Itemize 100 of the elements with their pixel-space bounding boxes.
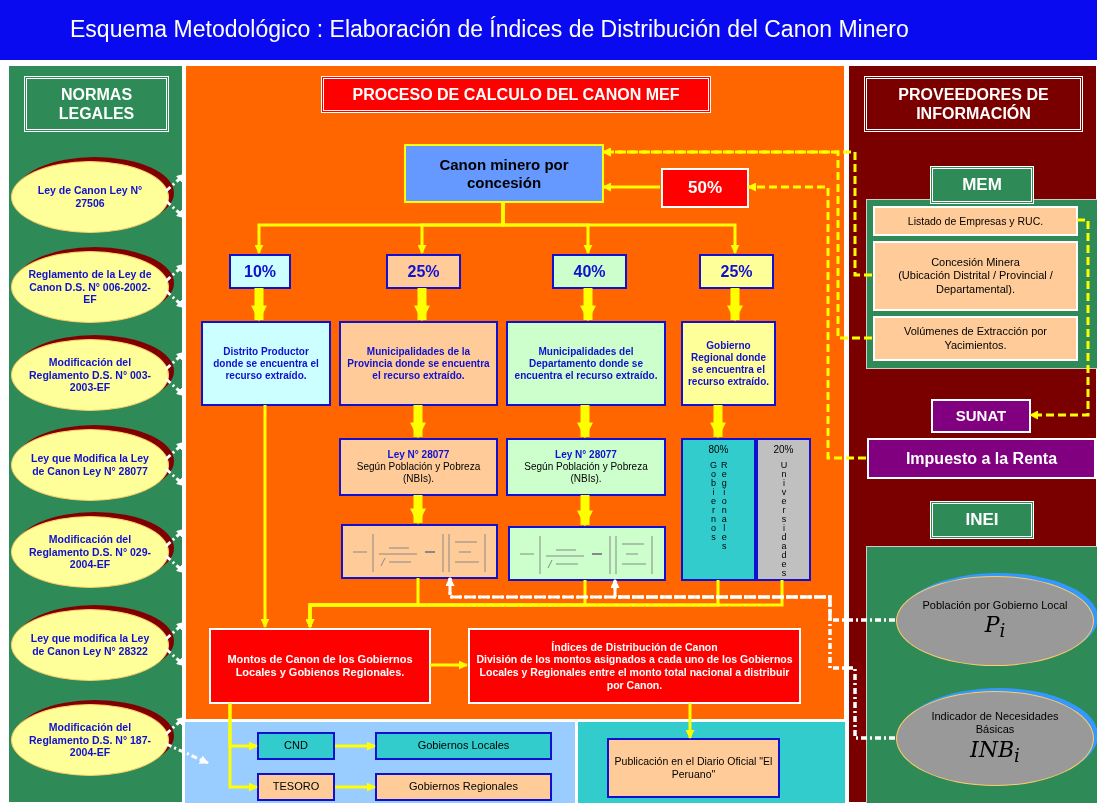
box-text: Según Población y Pobreza (NBIs). bbox=[355, 461, 482, 485]
block-arrow bbox=[577, 495, 593, 527]
process-box bbox=[375, 732, 552, 760]
box-label: Gobiernos Locales bbox=[417, 739, 510, 753]
box-label: 40% bbox=[573, 261, 606, 282]
dashed-arrow bbox=[165, 742, 209, 765]
box-label: Listado de Empresas y RUC. bbox=[907, 214, 1044, 228]
panel-heading: INEI bbox=[930, 501, 1034, 540]
box-label: SUNAT bbox=[955, 407, 1007, 425]
box-label: Impuesto a la Renta bbox=[905, 448, 1058, 469]
block-arrow bbox=[410, 495, 426, 525]
process-box bbox=[506, 438, 666, 496]
box-label: Ley N° 28077 bbox=[387, 449, 450, 461]
box-text: Universidades bbox=[778, 460, 789, 577]
process-box bbox=[699, 254, 774, 289]
arrow bbox=[228, 703, 258, 792]
process-box bbox=[375, 773, 552, 801]
dashed-arrow bbox=[602, 147, 872, 340]
norm-label: Ley que modifica la Ley de Canon Ley N° 28322 bbox=[29, 632, 151, 658]
process-box bbox=[931, 399, 1031, 433]
norm-label: Reglamento de la Ley de Canon D.S. N° 006-2002-EF bbox=[28, 268, 152, 306]
split-column-box bbox=[681, 438, 756, 581]
arrow bbox=[501, 202, 740, 254]
page-title: Esquema Metodológico : Elaboración de Índices de Distribución del Canon Minero bbox=[70, 16, 910, 43]
box-label: Índices de Distribución de Canon bbox=[551, 640, 718, 654]
process-box bbox=[209, 628, 431, 704]
formula-picture bbox=[508, 526, 666, 581]
box-label: Montos de Canon de los Gobiernos Locales y Gobienos Regionales. bbox=[226, 652, 414, 680]
panel-heading: MEM bbox=[930, 166, 1034, 205]
box-label: 80% bbox=[708, 444, 729, 456]
block-arrow bbox=[410, 405, 426, 439]
block-arrow bbox=[577, 405, 593, 439]
box-label: Volúmenes de Extracción por Yacimientos. bbox=[902, 325, 1049, 352]
process-box bbox=[661, 168, 749, 208]
process-box bbox=[386, 254, 461, 289]
dashed-arrow bbox=[747, 182, 866, 460]
process-box bbox=[339, 438, 498, 496]
box-label: 10% bbox=[244, 261, 276, 282]
process-box bbox=[873, 316, 1078, 361]
block-arrow bbox=[727, 288, 743, 322]
box-label: CND bbox=[284, 739, 308, 753]
box-text: INB$_{i}$ bbox=[970, 736, 1020, 767]
block-arrow bbox=[580, 288, 596, 322]
box-text: División de los montos asignados a cada uno de los Gobiernos Locales y Regionales entre el monto total nacional a distribuir por Canon. bbox=[475, 653, 794, 692]
arrow bbox=[602, 182, 660, 192]
box-label: Concesión Minera bbox=[931, 256, 1020, 270]
process-box bbox=[506, 321, 666, 406]
arrow bbox=[430, 660, 468, 670]
box-label: Ley N° 28077 bbox=[555, 449, 617, 461]
split-column-box bbox=[756, 438, 811, 581]
arrow bbox=[685, 703, 695, 739]
box-label: 25% bbox=[407, 261, 440, 282]
box-label: Municipalidades de la Provincia donde se encuentra el recurso extraído. bbox=[346, 345, 491, 382]
norm-label: Modificación del Reglamento D.S. N° 029-2004-EF bbox=[28, 533, 152, 571]
group-panel bbox=[866, 164, 1097, 369]
arrow bbox=[260, 405, 270, 628]
panel-background bbox=[185, 65, 845, 720]
norm-label: Modificación del Reglamento D.S. N° 003-2003-EF bbox=[28, 356, 152, 394]
dashed-arrow bbox=[610, 579, 895, 740]
panel-heading: NORMAS LEGALES bbox=[24, 76, 169, 133]
process-box bbox=[552, 254, 627, 289]
process-box bbox=[257, 732, 335, 760]
box-label: 25% bbox=[720, 261, 753, 282]
block-arrow bbox=[414, 288, 430, 322]
norm-label: Ley de Canon Ley N° 27506 bbox=[36, 184, 144, 210]
process-box bbox=[339, 321, 498, 406]
formula-picture bbox=[341, 524, 498, 579]
dashed-arrow bbox=[1029, 218, 1090, 420]
box-label: 20% bbox=[773, 444, 794, 456]
box-label: Canon minero por concesión bbox=[438, 155, 570, 192]
block-arrow bbox=[251, 288, 267, 322]
group-panel bbox=[866, 499, 1097, 803]
process-box bbox=[468, 628, 801, 704]
panel-heading: PROCESO DE CALCULO DEL CANON MEF bbox=[321, 76, 711, 114]
process-box bbox=[867, 438, 1096, 479]
arrow bbox=[335, 782, 376, 792]
box-text: Gobiernos Regionales bbox=[707, 460, 730, 552]
box-label: Indicador de Necesidades Básicas bbox=[930, 710, 1060, 737]
box-text: P$_{i}$ bbox=[984, 612, 1006, 643]
process-box bbox=[404, 144, 604, 203]
process-box bbox=[873, 206, 1078, 236]
arrow bbox=[335, 741, 376, 751]
box-text: (Ubicación Distrital / Provincial / Departamental). bbox=[897, 269, 1054, 296]
panel-background bbox=[8, 65, 183, 803]
box-label: Gobierno Regional donde se encuentra el recurso extraído. bbox=[687, 339, 770, 388]
process-box bbox=[873, 241, 1078, 311]
box-label: 50% bbox=[688, 177, 722, 199]
process-box bbox=[229, 254, 291, 289]
panel-background bbox=[848, 65, 1097, 803]
box-label: Población por Gobierno Local bbox=[922, 599, 1068, 613]
process-box bbox=[201, 321, 331, 406]
box-label: Municipalidades del Departamento donde se encuentra el recurso extraído. bbox=[513, 345, 659, 382]
box-label: Distrito Productor donde se encuentra el recurso extraído. bbox=[212, 345, 320, 382]
box-text: Según Población y Pobreza (NBIs). bbox=[523, 461, 649, 485]
norm-label: Ley que Modifica la Ley de Canon Ley N° 28077 bbox=[30, 452, 150, 478]
block-arrow bbox=[710, 405, 726, 439]
process-box bbox=[607, 738, 780, 798]
process-box bbox=[257, 773, 335, 801]
box-label: Gobiernos Regionales bbox=[409, 780, 518, 794]
process-box bbox=[681, 321, 776, 406]
